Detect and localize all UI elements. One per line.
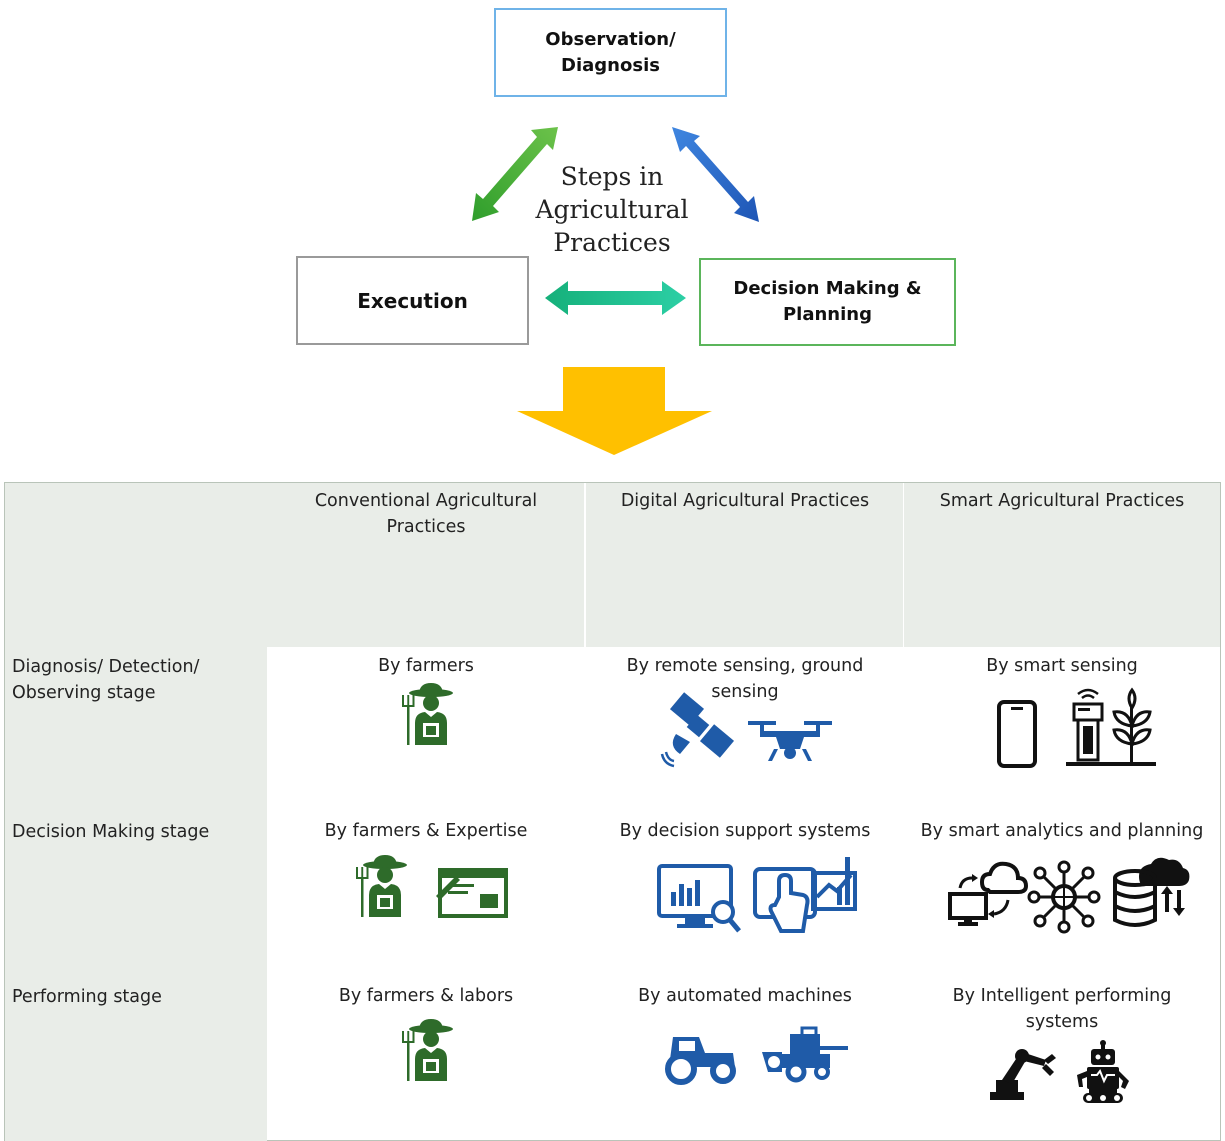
column-header-conventional: Conventional Agricultural Practices [314,491,538,537]
cycle-center-title: Steps in Agricultural Practices [535,162,689,257]
row-label-decision: Decision Making stage [12,822,210,842]
sensor-plant-icon [1066,687,1156,766]
cell-conventional-diagnosis: By farmers [378,656,474,676]
execution-box: Execution [296,256,529,345]
execution-label: Execution [357,288,468,313]
row-label-column-bg [5,483,267,1141]
smartphone-icon [997,700,1037,768]
row-label-performing: Performing stage [12,987,162,1007]
farmer-icon [402,683,453,745]
cell-digital-performing: By automated machines [638,986,852,1006]
cell-smart-decision: By smart analytics and planning [920,821,1204,841]
header-smart [904,483,1220,647]
drone-icon [748,721,832,761]
cell-smart-diagnosis: By smart sensing [986,656,1138,676]
header-digital [586,483,904,647]
column-header-digital: Digital Agricultural Practices [620,491,870,511]
cloud-computer-icon [948,861,1029,926]
decision-making-box: Decision Making & Planning [699,258,956,346]
cell-conventional-decision: By farmers & Expertise [324,821,528,841]
column-header-smart: Smart Agricultural Practices [939,491,1185,511]
cell-digital-decision: By decision support systems [619,821,871,841]
teal-double-arrow [545,281,686,315]
cell-conventional-performing: By farmers & labors [338,986,514,1006]
satellite-icon [660,692,735,768]
row-label-diagnosis: Diagnosis/ Detection/ Observing stage [12,657,200,703]
robot-arm-icon [990,1049,1056,1100]
farmer-icon [402,1019,453,1081]
green-double-arrow [472,127,558,221]
cell-digital-diagnosis: By remote sensing, ground sensing [626,656,864,702]
document-icon [436,868,508,918]
cycle-arrows [472,127,759,455]
comparison-table: Conventional Agricultural Practices Digi… [4,482,1221,1141]
harvester-icon [762,1026,848,1083]
blue-double-arrow [672,127,759,222]
header-conventional [267,483,585,647]
database-cloud-icon [1113,857,1190,927]
observation-diagnosis-box: Observation/ Diagnosis [494,8,727,97]
farmer-icon [356,855,407,917]
network-hub-icon [1027,860,1101,934]
decision-making-label: Decision Making & Planning [733,278,922,325]
tablet-chart-icon [753,857,857,933]
observation-diagnosis-label: Observation/ Diagnosis [545,28,676,76]
yellow-down-arrow [517,367,712,455]
robot-icon [1077,1040,1129,1103]
cell-smart-performing: By Intelligent performing systems [952,986,1172,1032]
analytics-monitor-icon [657,864,742,933]
tractor-icon [665,1037,736,1085]
